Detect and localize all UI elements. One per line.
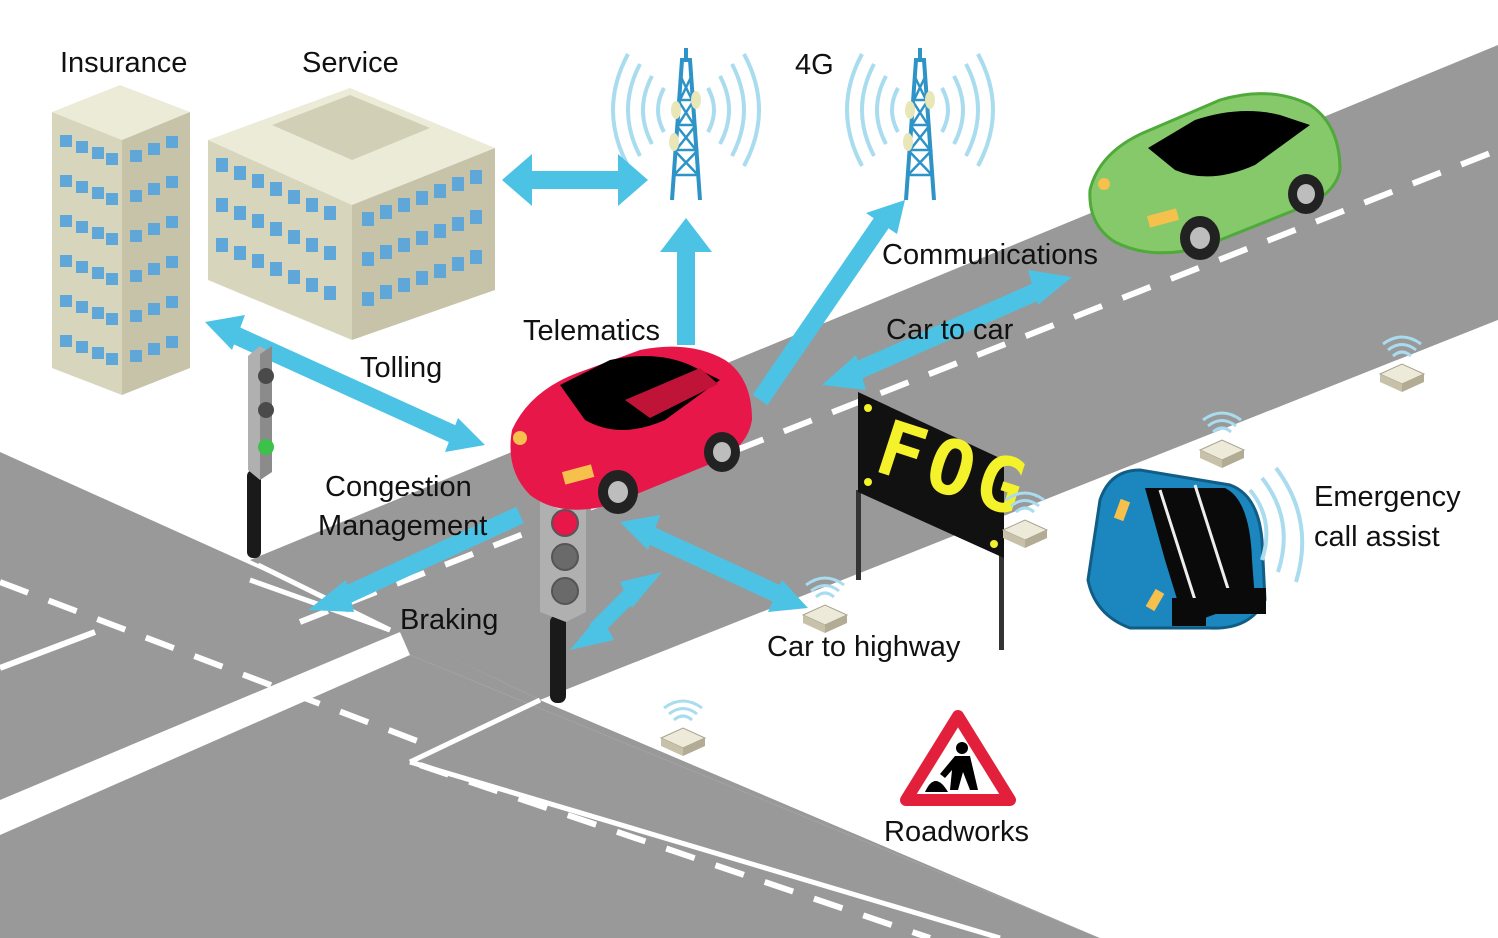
traffic-light-icon bbox=[247, 346, 274, 558]
communication-arrows bbox=[205, 154, 1072, 650]
roadworks-sign-icon bbox=[900, 710, 1016, 806]
label-roadworks: Roadworks bbox=[884, 816, 1029, 848]
label-communications: Communications bbox=[882, 239, 1098, 271]
service-building-icon bbox=[208, 88, 495, 340]
label-car-to-car: Car to car bbox=[886, 314, 1014, 346]
label-emergency-2: call assist bbox=[1314, 521, 1440, 553]
label-emergency-1: Emergency bbox=[1314, 481, 1461, 513]
label-tolling: Tolling bbox=[360, 352, 442, 384]
label-congestion-1: Congestion bbox=[325, 471, 472, 503]
label-congestion-2: Management bbox=[318, 510, 487, 542]
label-service: Service bbox=[302, 47, 399, 79]
traffic-light-icon bbox=[540, 488, 586, 703]
label-braking: Braking bbox=[400, 604, 498, 636]
label-insurance: Insurance bbox=[60, 47, 187, 79]
diagram-labels: Insurance Service 4G Communications Car … bbox=[60, 47, 1461, 848]
label-4g: 4G bbox=[795, 49, 834, 81]
label-telematics: Telematics bbox=[523, 315, 660, 347]
radio-tower-icon bbox=[845, 46, 995, 202]
green-car bbox=[1088, 92, 1342, 260]
label-car-to-highway: Car to highway bbox=[767, 631, 961, 663]
crashed-car bbox=[1086, 466, 1305, 630]
telematics-car bbox=[510, 346, 752, 514]
insurance-building-icon bbox=[52, 85, 190, 395]
